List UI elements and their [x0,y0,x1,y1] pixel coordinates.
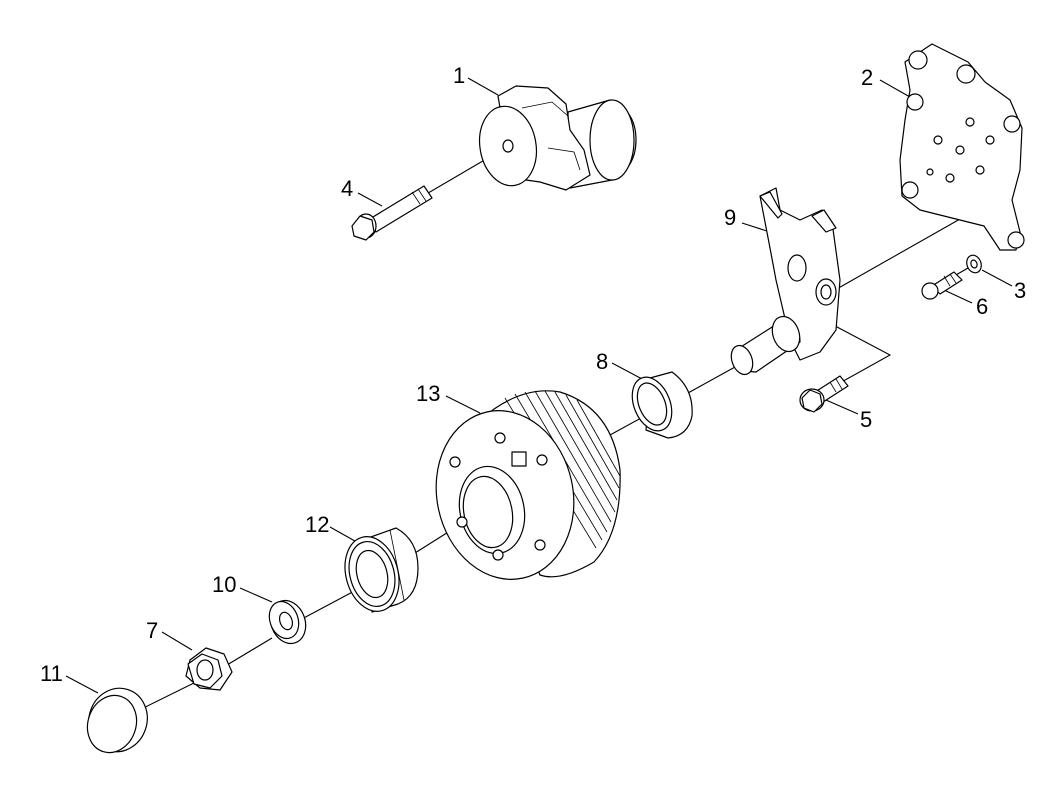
callout-8: 8 [596,349,609,374]
callout-3: 3 [1014,278,1027,303]
callout-7: 7 [146,618,159,643]
part-9-bracket [730,187,841,376]
part-11-cap [86,687,148,754]
callout-6: 6 [976,294,989,319]
part-10-washer [268,599,307,645]
callout-12: 12 [305,512,330,537]
assembly-axis-lines [114,147,991,723]
callout-11: 11 [40,661,63,686]
part-4-long-bolt [351,185,433,241]
part-1-belt-tensioner [478,85,637,191]
part-13-pulley [435,390,621,580]
part-6-socket-screw [921,271,963,300]
part-12-bearing [344,527,419,613]
part-8-seal-ring [631,371,693,439]
callout-2: 2 [861,65,874,90]
callout-5: 5 [860,407,873,432]
part-7-hex-nut [185,647,233,691]
callout-9: 9 [724,205,737,230]
part-5-flange-bolt [799,375,849,413]
callout-10: 10 [212,572,237,597]
part-3-washer [966,254,982,274]
part-2-mounting-plate [899,43,1025,251]
callout-1: 1 [453,63,466,88]
callout-13: 13 [416,381,441,406]
callout-4: 4 [341,176,354,201]
